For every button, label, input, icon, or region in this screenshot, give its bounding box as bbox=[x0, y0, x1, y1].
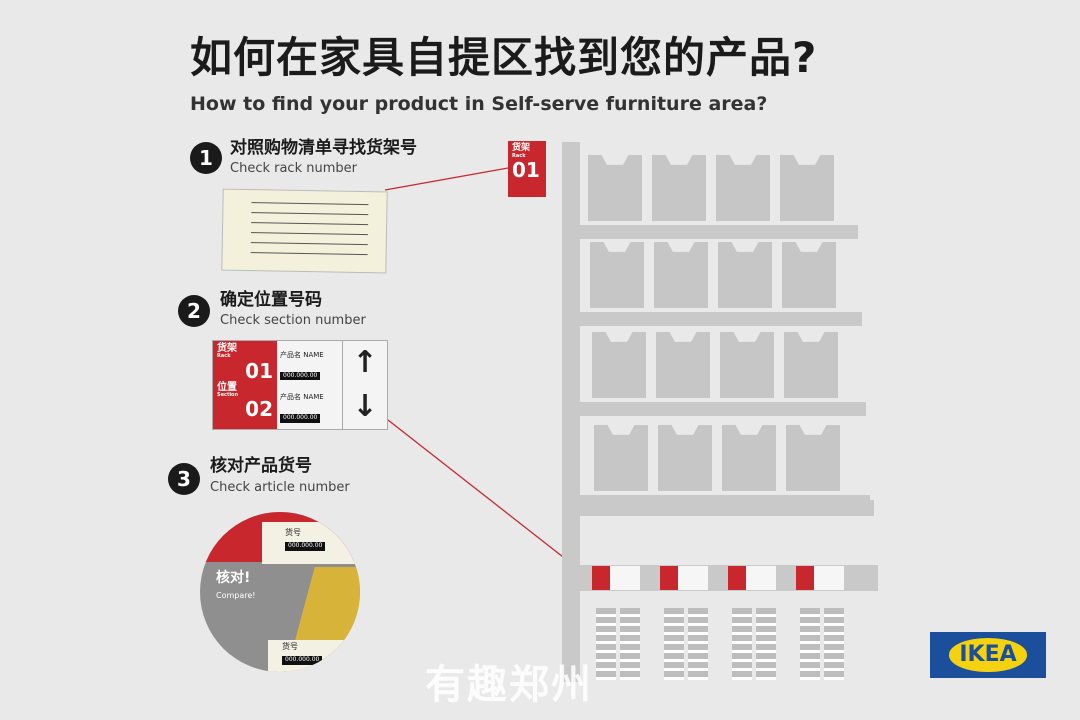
mini-shelf-label bbox=[592, 566, 610, 590]
arrow-panel: ↑ ↓ bbox=[343, 341, 387, 429]
rack-sign-en: Rack bbox=[512, 152, 526, 159]
article-label-bottom: 货号 bbox=[282, 642, 298, 651]
label-section-zh: 位置 bbox=[217, 381, 237, 393]
step-2-number: 2 bbox=[178, 295, 210, 327]
label-rack-number: 01 bbox=[245, 358, 273, 383]
step-2-subtitle: Check section number bbox=[220, 313, 366, 328]
shelf-package bbox=[658, 425, 712, 491]
arrow-up-icon: ↑ bbox=[352, 345, 378, 380]
step-1-number: 1 bbox=[190, 142, 222, 174]
shelf-package bbox=[656, 332, 710, 398]
mini-shelf-label bbox=[796, 566, 814, 590]
bottom-stack bbox=[620, 608, 640, 680]
watermark: 有趣郑州 bbox=[425, 662, 593, 708]
compare-en: Compare! bbox=[216, 591, 256, 600]
shelf-package bbox=[782, 242, 836, 308]
mini-shelf-label-info bbox=[746, 566, 776, 590]
article-number-bottom: 000.000.00 bbox=[282, 656, 323, 665]
step-1-title: 对照购物清单寻找货架号 bbox=[230, 138, 417, 158]
product-price-1: 000.000.00 bbox=[280, 371, 321, 381]
bottom-stack bbox=[756, 608, 776, 680]
product-name-2: 产品名 NAME bbox=[280, 393, 324, 402]
mini-shelf-label bbox=[728, 566, 746, 590]
connector-line-section bbox=[387, 419, 596, 583]
connector-line-rack bbox=[384, 167, 509, 191]
shelf-package bbox=[652, 155, 706, 221]
step-3-title: 核对产品货号 bbox=[210, 456, 312, 476]
mini-shelf-label bbox=[660, 566, 678, 590]
shelf-upright bbox=[562, 142, 580, 682]
mini-shelf-label-info bbox=[814, 566, 844, 590]
shelf-package bbox=[590, 242, 644, 308]
step-1-subtitle: Check rack number bbox=[230, 161, 357, 176]
step-3-number: 3 bbox=[168, 463, 200, 495]
rack-sign-number: 01 bbox=[512, 158, 540, 183]
shelf-package bbox=[722, 425, 776, 491]
mini-shelf-label-info bbox=[678, 566, 708, 590]
shelf-board bbox=[578, 225, 858, 239]
shelf-package bbox=[588, 155, 642, 221]
article-number-top: 000.000.00 bbox=[285, 542, 326, 551]
product-info-panel: 产品名 NAME 000.000.00 产品名 NAME 000.000.00 bbox=[277, 341, 343, 429]
shelf-package bbox=[654, 242, 708, 308]
bottom-stack bbox=[800, 608, 820, 680]
step-3-subtitle: Check article number bbox=[210, 480, 350, 495]
shelf-package bbox=[786, 425, 840, 491]
shelf-package bbox=[784, 332, 838, 398]
ikea-logo-text: IKEA bbox=[949, 638, 1027, 672]
label-rack-en: Rack bbox=[217, 353, 231, 359]
label-section-en: Section bbox=[217, 391, 239, 398]
compare-zh: 核对! bbox=[216, 570, 251, 586]
product-price-2: 000.000.00 bbox=[280, 413, 321, 423]
shelf-package bbox=[718, 242, 772, 308]
compare-illustration: 核对! Compare! 货号 000.000.00 货号 000.000.00 bbox=[200, 512, 360, 672]
bottom-stack bbox=[664, 608, 684, 680]
shelf-package bbox=[594, 425, 648, 491]
bottom-stack bbox=[596, 608, 616, 680]
shelf-package bbox=[716, 155, 770, 221]
rack-sign: 货架 Rack 01 bbox=[508, 141, 546, 197]
label-rack-zh: 货架 bbox=[217, 343, 237, 354]
poster-title: 如何在家具自提区找到您的产品? bbox=[190, 33, 818, 82]
product-name-1: 产品名 NAME bbox=[280, 351, 324, 359]
poster-subtitle: How to find your product in Self-serve f… bbox=[190, 93, 768, 115]
shelf-board bbox=[578, 500, 874, 516]
article-label-top: 货号 bbox=[285, 528, 301, 537]
shelf-package bbox=[780, 155, 834, 221]
bottom-stack bbox=[688, 608, 708, 680]
shelf-package bbox=[592, 332, 646, 398]
mini-shelf-label-info bbox=[610, 566, 640, 590]
rack-section-panel: 货架 Rack 01 位置 Section 02 bbox=[213, 341, 277, 429]
bottom-stack bbox=[824, 608, 844, 680]
shelf-board bbox=[578, 312, 862, 326]
ikea-logo: IKEA bbox=[930, 632, 1046, 678]
bottom-stack bbox=[732, 608, 752, 680]
label-section-number: 02 bbox=[245, 397, 273, 421]
step-2-title: 确定位置号码 bbox=[220, 290, 322, 310]
shelf-board bbox=[578, 402, 866, 416]
arrow-down-icon: ↓ bbox=[352, 389, 378, 424]
shelf-label-illustration: 货架 Rack 01 位置 Section 02 产品名 NAME 000.00… bbox=[212, 340, 388, 430]
rack-sign-zh: 货架 bbox=[512, 143, 531, 153]
shelf-package bbox=[720, 332, 774, 398]
